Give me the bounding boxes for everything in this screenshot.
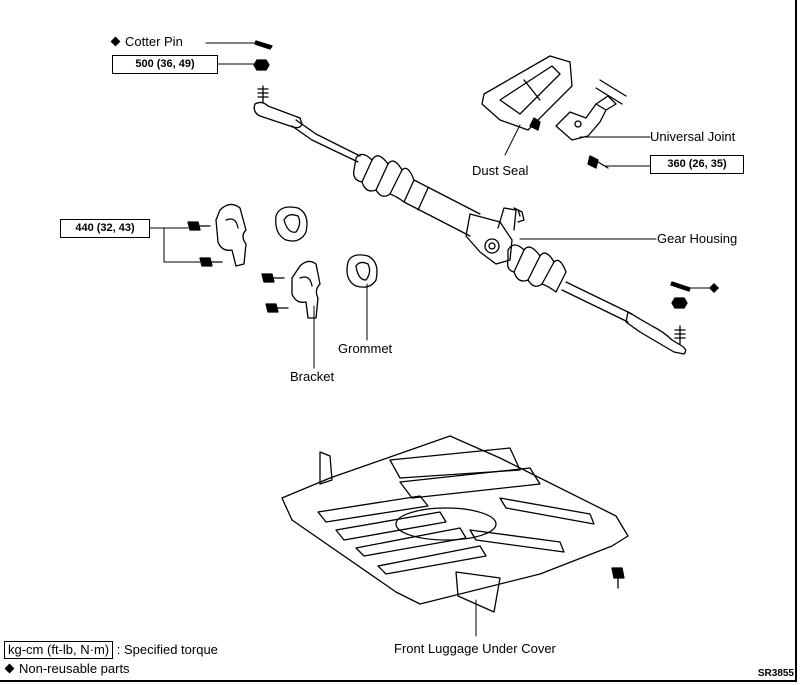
boot-left	[353, 153, 415, 203]
bracket-right	[291, 260, 321, 319]
castle-nut-right	[671, 297, 688, 309]
cotter-pin-label: Cotter Pin	[110, 34, 183, 50]
dust-seal	[481, 55, 573, 131]
universal-joint	[555, 79, 627, 141]
leader-lines	[149, 42, 713, 637]
under-cover-plate	[281, 435, 629, 613]
legend-nonreusable-desc: Non-reusable parts	[19, 661, 130, 676]
torque-universal-joint: 360 (26, 35)	[650, 155, 744, 174]
legend-torque-unit: kg-cm (ft-lb, N·m)	[4, 641, 114, 659]
tie-rod-left	[311, 133, 361, 163]
boot-right	[506, 244, 567, 293]
tie-rod-end-right	[625, 311, 687, 355]
nonreusable-marker-right	[709, 283, 719, 293]
figure-code: SR3855	[757, 668, 794, 679]
grommet-top	[275, 206, 308, 242]
legend-diamond-icon	[4, 663, 15, 674]
grommet-label: Grommet	[338, 341, 393, 356]
bolt-2	[199, 257, 223, 267]
nonreusable-diamond-icon	[110, 36, 121, 47]
gear-housing	[465, 207, 525, 265]
legend-torque: kg-cm (ft-lb, N·m) : Specified torque	[4, 641, 218, 659]
castle-nut-top	[253, 59, 270, 71]
cotter-pin-right	[670, 281, 691, 292]
bolt-4	[265, 303, 289, 313]
tie-rod-right	[561, 281, 633, 323]
rack-housing-tube	[403, 179, 481, 237]
universal-joint-bolt	[587, 155, 609, 169]
cotter-pin-text: Cotter Pin	[125, 34, 183, 49]
torque-tie-rod-nut: 500 (36, 49)	[112, 55, 218, 74]
torque-bracket-bolts: 440 (32, 43)	[60, 219, 150, 238]
bracket-label: Bracket	[290, 369, 335, 384]
dust-seal-label: Dust Seal	[472, 163, 529, 178]
tie-rod-end-left	[253, 85, 317, 141]
legend-nonreusable: Non-reusable parts	[4, 661, 130, 677]
cover-bolt	[611, 567, 625, 589]
bolt-3	[261, 273, 285, 283]
grommet-lower	[346, 254, 378, 288]
gear-housing-label: Gear Housing	[657, 231, 738, 246]
universal-joint-label: Universal Joint	[650, 129, 736, 144]
legend-torque-desc: : Specified torque	[116, 642, 218, 657]
bracket-left	[215, 203, 247, 267]
under-cover-label: Front Luggage Under Cover	[394, 641, 556, 656]
cotter-pin-top	[254, 40, 273, 50]
bolt-1	[187, 221, 211, 231]
